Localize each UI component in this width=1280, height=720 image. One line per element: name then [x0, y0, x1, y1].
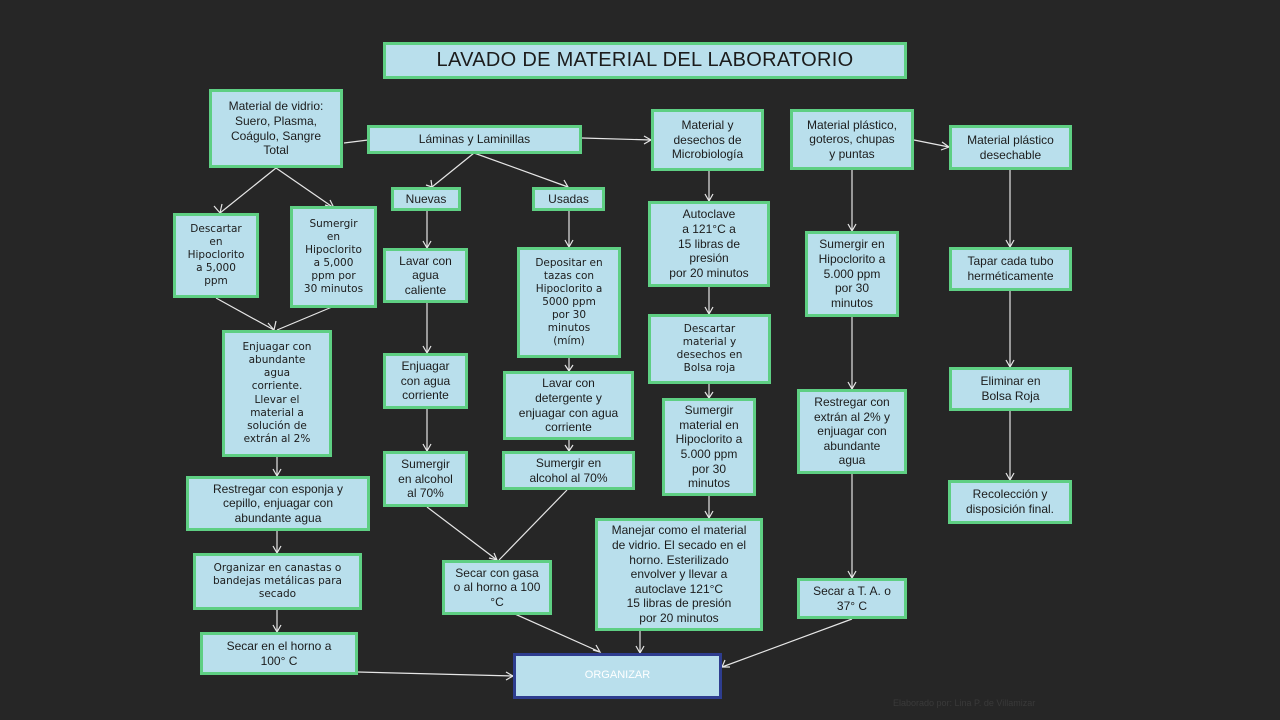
arrowhead [592, 644, 602, 653]
node-plastico-desechable: Material plástico desechable [949, 125, 1072, 170]
edge-vidrio-descartar [219, 167, 277, 214]
edge-secar-organizar [357, 671, 514, 677]
edge-alcohol-secar [426, 506, 498, 561]
edge-laminas-vidrio [343, 139, 369, 144]
node-restregar-extran: Restregar con extrán al 2% y enjuagar co… [797, 389, 907, 474]
edge-laminas-nuevas [431, 152, 475, 188]
arrowhead [213, 203, 223, 215]
node-sumergir-hipoclorito-micro: Sumergir material en Hipoclorito a 5.000… [662, 398, 756, 496]
edge-secarta-organizar [721, 618, 853, 668]
node-lavar-detergente: Lavar con detergente y enjuagar con agua… [503, 371, 634, 440]
node-usadas: Usadas [532, 187, 605, 211]
node-sumergir-hipoclorito-plastico: Sumergir en Hipoclorito a 5.000 ppm por … [805, 231, 899, 317]
node-secar-horno: Secar en el horno a 100° C [200, 632, 358, 675]
edge-plastico-desechable [913, 139, 950, 148]
node-enjuagar-corriente: Enjuagar con agua corriente [383, 353, 468, 409]
node-descartar-hipoclorito: Descartar en Hipoclorito a 5,000 ppm [173, 213, 259, 298]
edge-vidrio-sumergir [275, 167, 335, 209]
node-recoleccion: Recolección y disposición final. [948, 480, 1072, 524]
node-organizar-canastas: Organizar en canastas o bandejas metálic… [193, 553, 362, 610]
node-restregar-esponja: Restregar con esponja y cepillo, enjuaga… [186, 476, 370, 531]
arrowhead [425, 179, 433, 188]
node-organizar-final: ORGANIZAR [513, 653, 722, 699]
node-material-plastico: Material plástico, goteros, chupas y pun… [790, 109, 914, 170]
edge-laminas-usadas [473, 152, 569, 188]
node-sumergir-alcohol-nuevas: Sumergir en alcohol al 70% [383, 451, 468, 507]
author-credit: Elaborado por: Lina P. de Villamizar [893, 698, 1036, 708]
node-lavar-caliente: Lavar con agua caliente [383, 248, 468, 303]
edge-alcohol-secar-2 [498, 489, 568, 561]
edge-sumergir-enjuagar [276, 306, 333, 331]
arrowhead [721, 659, 730, 668]
node-tapar: Tapar cada tubo herméticamente [949, 247, 1072, 291]
node-descartar-bolsa-roja: Descartar material y desechos en Bolsa r… [648, 314, 771, 384]
edge-laminas-micro [581, 137, 652, 141]
node-manejar-vidrio: Manejar como el material de vidrio. El s… [595, 518, 763, 631]
node-eliminar-bolsa-roja: Eliminar en Bolsa Roja [949, 367, 1072, 411]
node-secar-ta: Secar a T. A. o 37° C [797, 578, 907, 619]
node-microbiologia: Material y desechos de Microbiología [651, 109, 764, 171]
node-sumergir-alcohol-usadas: Sumergir en alcohol al 70% [502, 451, 635, 490]
node-sumergir-hipoclorito-vidrio: Sumergir en Hipoclorito a 5,000 ppm por … [290, 206, 377, 308]
node-nuevas: Nuevas [391, 187, 461, 211]
node-secar-gasa: Secar con gasa o al horno a 100 °C [442, 560, 552, 615]
node-depositar: Depositar en tazas con Hipoclorito a 500… [517, 247, 621, 358]
node-enjuagar-abundante: Enjuagar con abundante agua corriente. L… [222, 330, 332, 457]
node-laminas: Láminas y Laminillas [367, 125, 582, 154]
page-title: LAVADO DE MATERIAL DEL LABORATORIO [383, 42, 907, 79]
edge-descartar-enjuagar [215, 297, 275, 331]
node-autoclave: Autoclave a 121°C a 15 libras de presión… [648, 201, 770, 287]
arrowhead [559, 179, 570, 189]
node-material-vidrio: Material de vidrio: Suero, Plasma, Coágu… [209, 89, 343, 168]
